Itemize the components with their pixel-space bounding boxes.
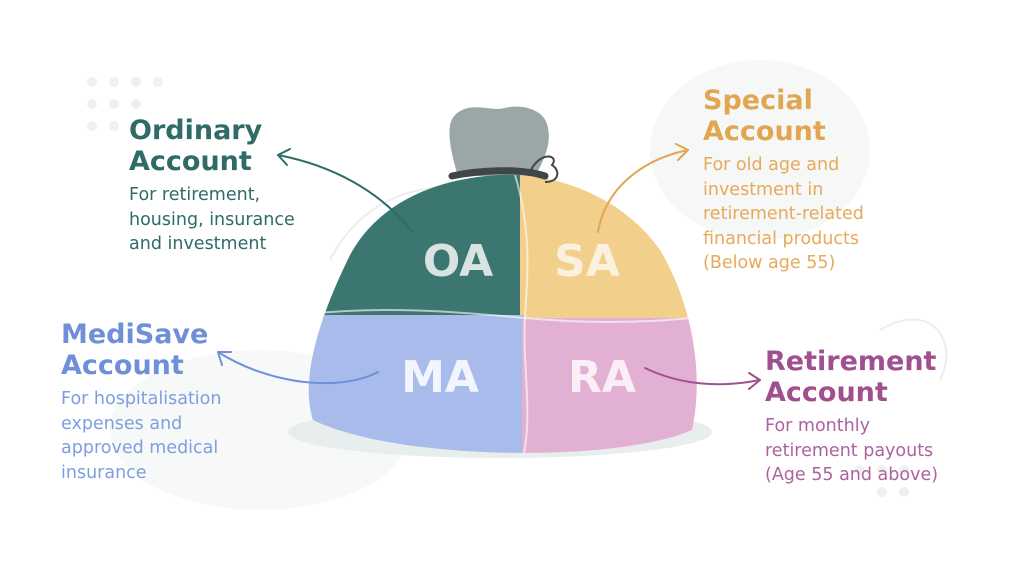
retirement-account-title: Retirement Account xyxy=(765,346,937,408)
bag-neck xyxy=(449,106,549,176)
special-account-label: Special Account For old age and investme… xyxy=(703,85,943,276)
medisave-account-label: MediSave Account For hospitalisation exp… xyxy=(61,319,301,485)
special-account-description: For old age and investment in retirement… xyxy=(703,155,864,273)
segment-sa-abbr: SA xyxy=(554,236,620,287)
arrow-oa xyxy=(277,154,413,233)
arrow-sa xyxy=(597,149,689,233)
segment-ra-abbr: RA xyxy=(568,352,636,403)
retirement-account-label: Retirement Account For monthly retiremen… xyxy=(765,346,1005,488)
arrow-ra xyxy=(644,367,761,386)
segment-ma xyxy=(308,315,525,453)
arrow-ma xyxy=(217,351,379,385)
retirement-account-description: For monthly retirement payouts (Age 55 a… xyxy=(765,416,939,485)
ordinary-account-label: Ordinary Account For retirement, housing… xyxy=(129,115,369,257)
ordinary-account-title: Ordinary Account xyxy=(129,115,263,177)
medisave-account-title: MediSave Account xyxy=(61,319,209,381)
medisave-account-description: For hospitalisation expenses and approve… xyxy=(61,389,222,483)
ordinary-account-description: For retirement, housing, insurance and i… xyxy=(129,185,295,254)
special-account-title: Special Account xyxy=(703,85,826,147)
bag-tie xyxy=(448,167,549,180)
segment-ma-abbr: MA xyxy=(401,352,479,403)
segment-ra xyxy=(522,318,697,453)
segment-sa xyxy=(520,174,697,325)
segment-oa-abbr: OA xyxy=(423,236,493,287)
